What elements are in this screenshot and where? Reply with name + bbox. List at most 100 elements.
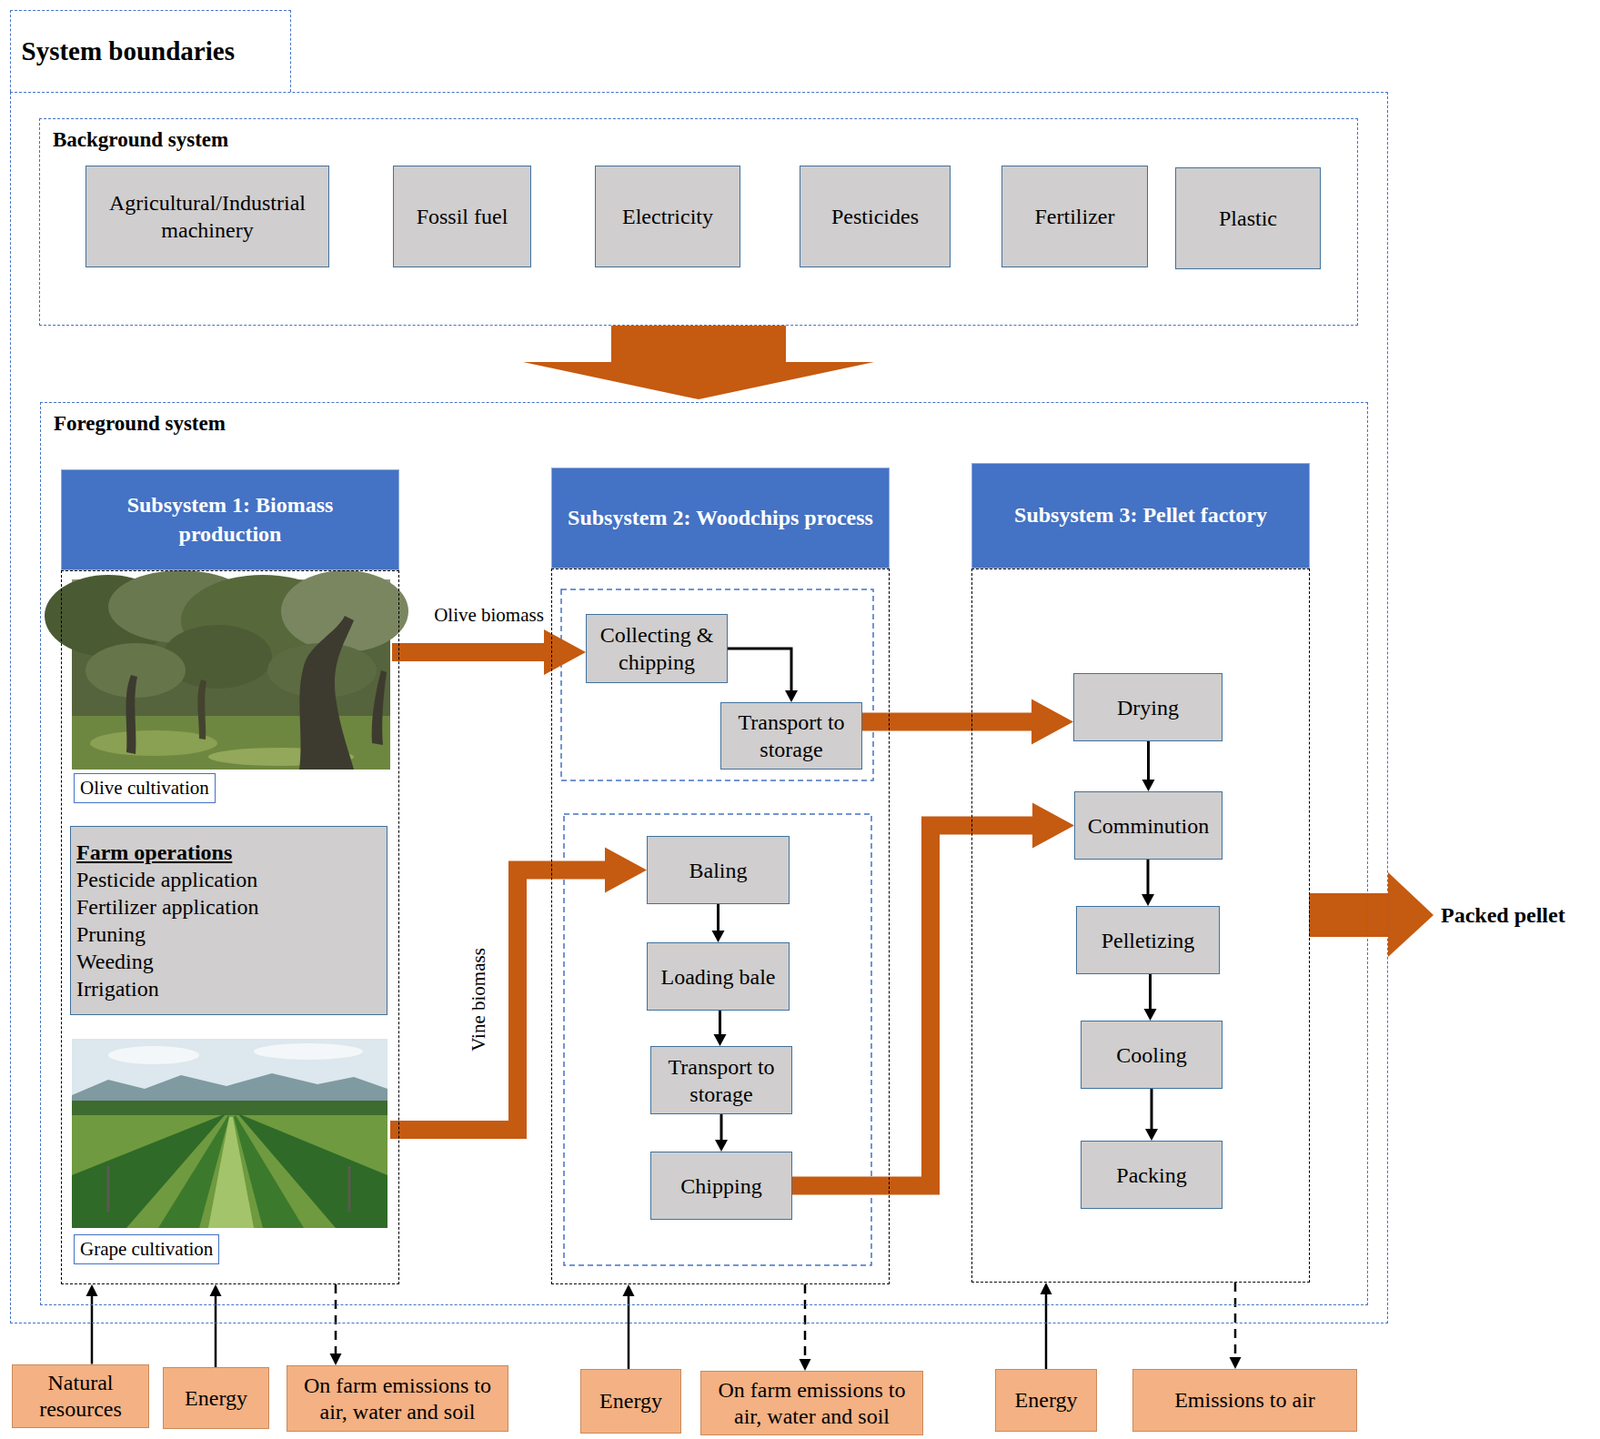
process-box: Loading bale xyxy=(646,942,790,1011)
process-box: Drying xyxy=(1073,673,1223,742)
process-box: Fossil fuel xyxy=(392,165,532,268)
trunk xyxy=(372,670,387,745)
node-text: Pruning xyxy=(76,920,382,948)
cloud xyxy=(253,1043,363,1060)
vine-post xyxy=(107,1166,111,1212)
flow-box: Energy xyxy=(995,1368,1097,1432)
node-text: Electricity xyxy=(603,202,733,231)
process-box: Transport to storage xyxy=(720,702,863,770)
connector xyxy=(799,1284,812,1371)
connector-line xyxy=(720,1114,724,1141)
node-text: Transport to storage xyxy=(658,1053,785,1108)
connector xyxy=(1229,1282,1242,1369)
connector-line xyxy=(627,1295,631,1369)
node-text: Drying xyxy=(1081,694,1215,722)
connector xyxy=(1040,1282,1053,1369)
trunk xyxy=(125,674,138,755)
node-text: Pelletizing xyxy=(1084,926,1212,955)
connector-line xyxy=(392,643,545,662)
node-text: Transport to storage xyxy=(728,708,855,764)
connector xyxy=(862,699,1074,745)
arrow-head xyxy=(1040,1282,1053,1295)
process-box: Agricultural/Industrial machinery xyxy=(85,165,330,268)
node-text: Baling xyxy=(654,856,782,885)
connector-line xyxy=(1234,1282,1238,1359)
process-box: Comminution xyxy=(1074,791,1223,860)
connector-line xyxy=(1150,1088,1154,1130)
arrow-head xyxy=(714,1139,728,1152)
system-boundary: System boundariesBackground systemAgricu… xyxy=(10,91,1389,1324)
trunk xyxy=(299,615,354,770)
photo-ground xyxy=(71,1038,388,1228)
process-box: Pelletizing xyxy=(1076,905,1220,975)
arrow-head xyxy=(210,1284,222,1297)
node-text: Pesticides xyxy=(807,202,943,231)
flow-box: On farm emissions to air, water and soil xyxy=(700,1370,924,1436)
node-text: Farm operations xyxy=(76,838,382,866)
connector-line xyxy=(862,713,1033,732)
node-text: Emissions to air xyxy=(1140,1387,1349,1414)
tree-line xyxy=(71,1100,388,1116)
grass-path xyxy=(208,1116,254,1228)
connector-line xyxy=(716,904,720,932)
process-box: Pesticides xyxy=(799,165,951,268)
connector-line xyxy=(214,1295,218,1368)
node-text: Chipping xyxy=(658,1172,785,1200)
arrow-head xyxy=(623,1284,635,1297)
connector xyxy=(1142,741,1156,792)
process-group xyxy=(561,589,874,781)
node-text: Energy xyxy=(588,1388,674,1415)
boundary-tab: System boundaries xyxy=(10,10,292,92)
connector xyxy=(714,1010,727,1047)
process-box: Baling xyxy=(646,835,790,905)
arrow-head xyxy=(1142,779,1156,792)
subsystem-column: Subsystem 1: Biomass productionOlive cul… xyxy=(60,469,400,1285)
node-text: On farm emissions to air, water and soil xyxy=(294,1372,501,1426)
connector-line xyxy=(334,1284,338,1355)
connector-line xyxy=(792,825,1034,1187)
subsystem-header: Subsystem 2: Woodchips process xyxy=(551,467,890,569)
connector xyxy=(523,325,875,400)
arrow-head xyxy=(86,1284,99,1297)
process-box: Transport to storage xyxy=(650,1046,793,1115)
connector-line xyxy=(1147,741,1150,781)
connector-line xyxy=(727,648,792,692)
arrow-head xyxy=(784,690,798,703)
arrow-head xyxy=(330,1353,343,1366)
connector xyxy=(86,1284,99,1365)
subsystem-header: Subsystem 3: Pellet factory xyxy=(971,462,1310,569)
process-box: Packing xyxy=(1080,1140,1223,1209)
node-text: Natural resources xyxy=(20,1369,141,1423)
connector xyxy=(330,1284,343,1366)
process-box: Electricity xyxy=(594,165,741,268)
node-text: Background system xyxy=(52,128,1345,152)
operations-box: Farm operationsPesticide applicationFert… xyxy=(70,825,388,1016)
cloud xyxy=(108,1046,200,1065)
node-text: Weeding xyxy=(76,947,382,976)
node-text: Olive cultivation xyxy=(73,773,216,804)
trunk xyxy=(197,679,207,740)
arrow-head xyxy=(1144,1008,1158,1021)
node-text: Plastic xyxy=(1183,204,1313,232)
vine-row xyxy=(237,1113,388,1228)
connector xyxy=(727,648,798,703)
connector xyxy=(1145,1088,1158,1141)
process-box: Chipping xyxy=(650,1151,793,1220)
node-text: Subsystem 2: Woodchips process xyxy=(567,503,874,533)
node-text: Loading bale xyxy=(654,963,782,991)
arrow-head xyxy=(1145,1128,1158,1141)
arrow-head xyxy=(714,1034,727,1047)
connector xyxy=(390,847,647,1131)
vine-post xyxy=(348,1166,352,1212)
arrow-head xyxy=(1229,1357,1242,1369)
flow-label: Vine biomass xyxy=(467,945,491,1055)
node-text: Cooling xyxy=(1088,1041,1215,1069)
process-box: Plastic xyxy=(1175,167,1321,270)
subsystem-column: Subsystem 3: Pellet factoryDryingComminu… xyxy=(971,462,1310,1283)
process-group xyxy=(563,814,872,1266)
photo-panel: Olive cultivation xyxy=(73,581,393,804)
output-label: Packed pellet xyxy=(1440,903,1566,928)
subsystem-header: Subsystem 1: Biomass production xyxy=(60,469,400,571)
node-text: Packing xyxy=(1088,1161,1215,1189)
